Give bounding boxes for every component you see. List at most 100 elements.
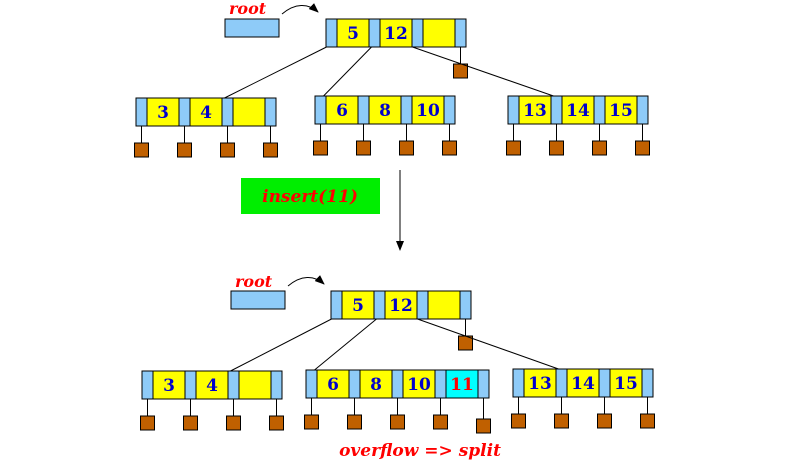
parent-child-link (323, 46, 372, 97)
key-value: 6 (336, 101, 348, 121)
pointer-cell (373, 290, 386, 320)
child-subtree-box (269, 415, 284, 431)
pointer-cell (305, 369, 318, 399)
parent-child-link (417, 318, 559, 370)
pointer-cell (512, 368, 525, 398)
child-subtree-box (313, 140, 328, 156)
pointer-cell (184, 370, 197, 400)
pointer-cell (325, 18, 338, 48)
root-pointer-box (224, 18, 280, 38)
root-label: root (235, 272, 273, 291)
tree-links (230, 318, 559, 372)
pointer-cell (507, 95, 520, 125)
key-cell (152, 370, 186, 400)
key-cell (422, 18, 456, 48)
pointer-cell (434, 369, 447, 399)
key-value: 5 (352, 296, 364, 316)
root-label: root (229, 0, 267, 18)
child-subtree-box (597, 413, 612, 429)
key-cell (238, 370, 272, 400)
parent-child-link (412, 46, 554, 97)
pointer-cell (178, 97, 191, 127)
key-value: 6 (327, 375, 339, 395)
pointer-cell (454, 18, 467, 48)
key-cell (336, 18, 370, 48)
key-value: 12 (384, 24, 408, 44)
operation-label: insert(11) (262, 187, 358, 207)
key-value: 14 (571, 374, 595, 394)
operation-box (241, 178, 380, 214)
key-cell (325, 95, 359, 125)
root-arrow (281, 3, 319, 15)
child-subtree-box (433, 414, 448, 430)
child-subtree-box (140, 415, 155, 431)
child-subtree-box (399, 140, 414, 156)
pointer-cell (221, 97, 234, 127)
key-value: 10 (416, 101, 440, 121)
pointer-cell (641, 368, 654, 398)
key-value: 13 (528, 374, 552, 394)
pointer-cell (368, 18, 381, 48)
pointer-cell (416, 290, 429, 320)
leaf-node-right: 13 14 15 (511, 368, 655, 429)
key-cell (232, 97, 266, 127)
child-subtree-box (511, 413, 526, 429)
pointer-cell (598, 368, 611, 398)
key-cell (411, 95, 445, 125)
key-cell (523, 368, 557, 398)
key-value: 8 (370, 375, 382, 395)
child-subtree-box (177, 142, 192, 158)
key-cell (402, 369, 436, 399)
key-value: 4 (206, 376, 218, 396)
child-subtree-box (263, 142, 278, 158)
pointer-cell (443, 95, 456, 125)
pointer-cell (330, 290, 343, 320)
child-subtree-box (549, 140, 564, 156)
pointer-cell (636, 95, 649, 125)
child-subtree-box (220, 142, 235, 158)
child-subtree-box (640, 413, 655, 429)
pointer-cell (348, 369, 361, 399)
child-subtree-box (506, 140, 521, 156)
new-key-cell (445, 369, 479, 399)
root-arrow (287, 275, 325, 287)
root-pointer-box (230, 290, 286, 310)
key-value: 3 (163, 376, 175, 396)
pointer-cell (357, 95, 370, 125)
pointer-cell (411, 18, 424, 48)
child-subtree-box (134, 142, 149, 158)
parent-child-link (224, 46, 327, 99)
key-value: 3 (157, 103, 169, 123)
pointer-cell (477, 369, 490, 399)
key-value: 15 (614, 374, 638, 394)
pointer-cell (555, 368, 568, 398)
tree-links (224, 46, 554, 99)
child-subtree-box (183, 415, 198, 431)
key-cell (316, 369, 350, 399)
key-value: 15 (609, 101, 633, 121)
pointer-cell (459, 290, 472, 320)
key-value: 12 (389, 296, 413, 316)
child-subtree-box (390, 414, 405, 430)
pointer-cell (135, 97, 148, 127)
child-subtree-box (347, 414, 362, 430)
key-cell (427, 290, 461, 320)
key-cell (609, 368, 643, 398)
pointer-cell (314, 95, 327, 125)
key-cell (561, 95, 595, 125)
pointer-cell (400, 95, 413, 125)
key-value: 11 (450, 375, 474, 395)
child-subtree-box (356, 140, 371, 156)
key-value: 5 (347, 24, 359, 44)
key-value: 13 (523, 101, 547, 121)
parent-child-link (230, 318, 332, 372)
pointer-cell (264, 97, 277, 127)
